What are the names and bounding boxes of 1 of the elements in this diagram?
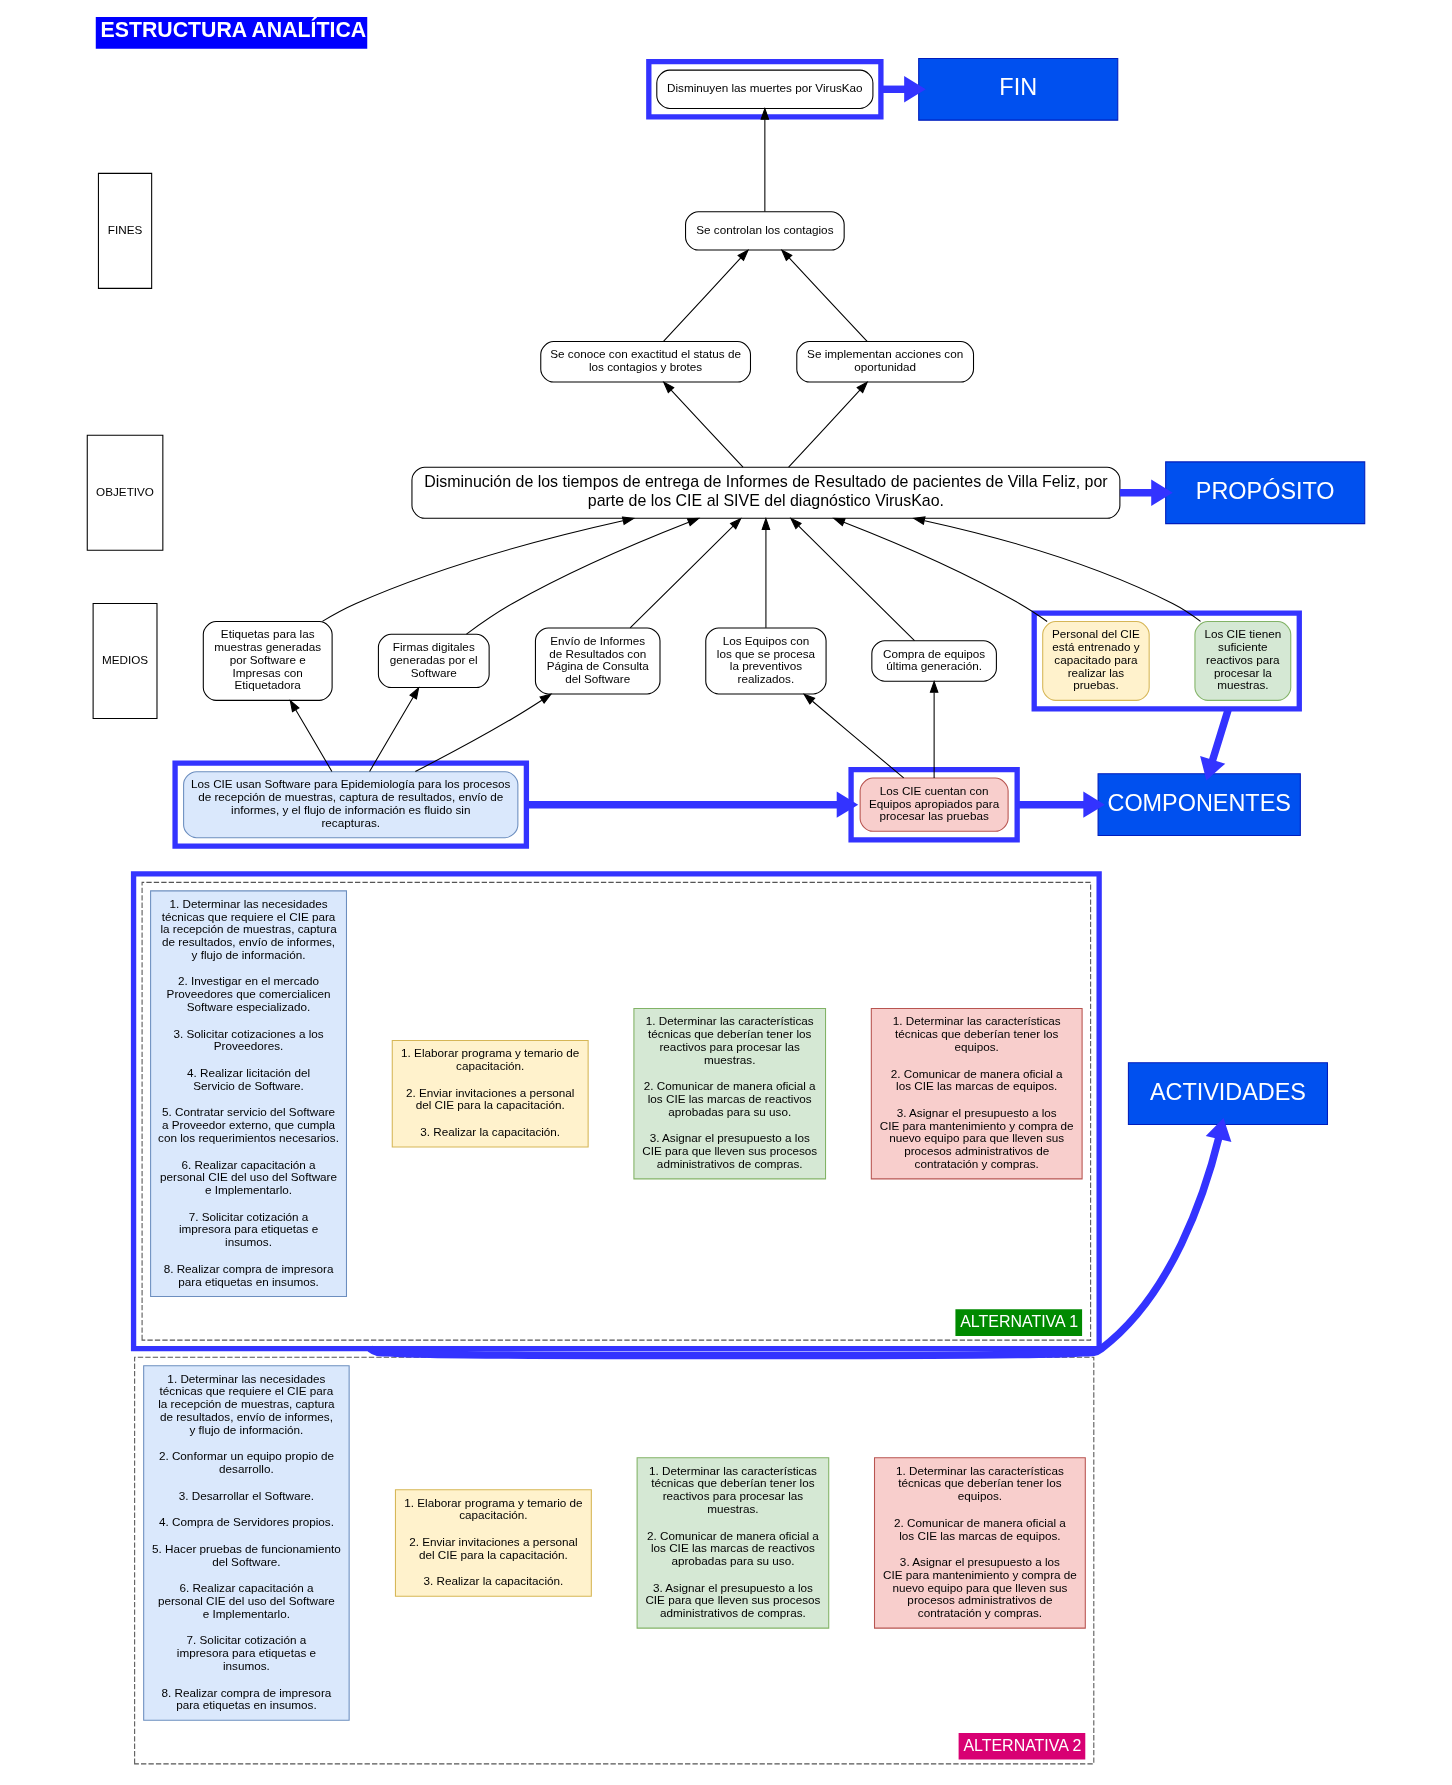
diagram-title: ESTRUCTURA ANALÍTICA: [100, 18, 367, 43]
